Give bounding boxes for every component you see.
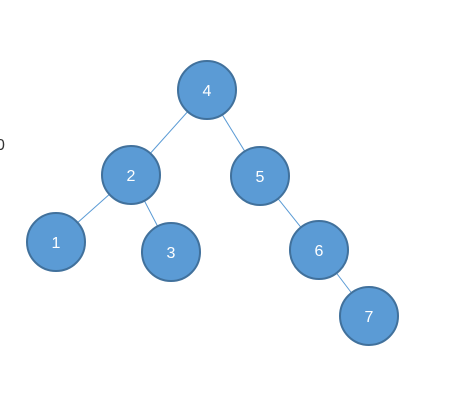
node-label-2: 2: [127, 168, 136, 185]
edge-2-3: [143, 200, 159, 227]
edge-4-5: [221, 114, 246, 152]
node-label-3: 3: [167, 245, 176, 262]
node-circle-6: [289, 220, 349, 280]
node-circle-7: [339, 286, 399, 346]
tree-node-7: 7: [339, 286, 399, 346]
edge-6-7: [336, 272, 352, 294]
node-circle-5: [230, 146, 290, 206]
tree-node-2: 2: [101, 145, 161, 205]
node-label-7: 7: [365, 309, 374, 326]
tree-node-3: 3: [141, 222, 201, 282]
node-circle-2: [101, 145, 161, 205]
clipped-edge-text: 0: [0, 137, 5, 154]
edge-5-6: [277, 198, 302, 228]
node-circle-4: [177, 60, 237, 120]
node-circle-1: [26, 212, 86, 272]
edges-layer: [77, 111, 352, 294]
nodes-layer: 4 2 5 1 3 6 7: [26, 60, 399, 346]
tree-node-1: 1: [26, 212, 86, 272]
node-label-1: 1: [52, 235, 61, 252]
tree-node-5: 5: [230, 146, 290, 206]
node-label-6: 6: [315, 243, 324, 260]
edge-4-2: [149, 111, 189, 154]
tree-node-4: 4: [177, 60, 237, 120]
tree-node-6: 6: [289, 220, 349, 280]
node-label-4: 4: [203, 83, 212, 100]
edge-2-1: [77, 193, 110, 224]
node-label-5: 5: [256, 169, 265, 186]
node-circle-3: [141, 222, 201, 282]
